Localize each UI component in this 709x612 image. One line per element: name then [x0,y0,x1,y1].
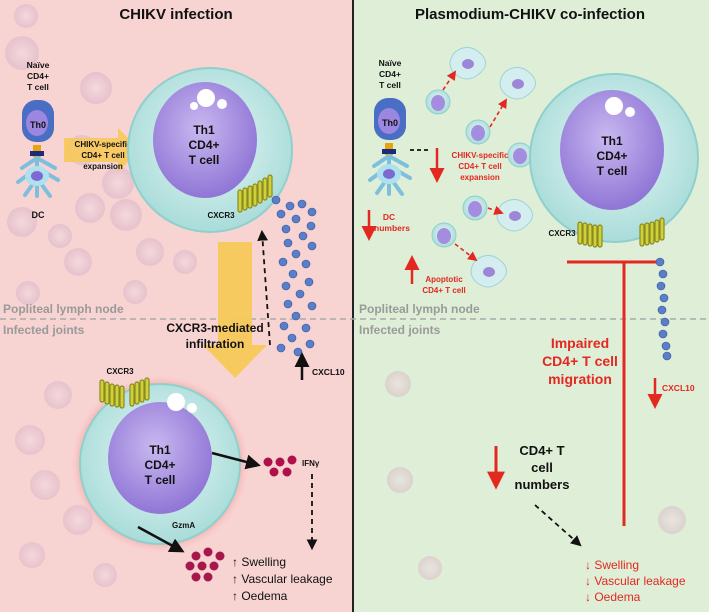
left-gzma-granules [185,547,225,582]
left-expansion-label-1: CHIKV-specific [75,140,132,149]
right-th0-label: Th0 [382,118,398,128]
right-naive-t-cell [374,98,406,155]
right-cxcl10-chemokines [655,257,672,361]
right-apoptotic-cells [449,47,536,288]
left-naive-label-1: Naïve [27,60,50,70]
right-small-t-cells [425,89,533,248]
left-naive-label-2: CD4+ [27,71,49,81]
left-cxcr3-bottom-label: CXCR3 [106,367,134,376]
right-expansion-label-2: CD4+ T cell [458,162,501,171]
left-expansion-arrow [64,128,140,172]
right-outcome-2: ↓ Vascular leakage [585,574,686,588]
right-impaired-label-1: Impaired [551,335,609,351]
left-ifng-label: IFNγ [302,459,320,468]
left-naive-label-3: T cell [27,82,49,92]
right-cd4-numbers-label-3: numbers [515,477,570,492]
left-th1-top-label-1: Th1 [193,123,215,137]
left-cxcr3-receptor-top [237,174,273,213]
left-title: CHIKV infection [119,6,232,23]
left-th0-label: Th0 [30,120,46,130]
left-infiltration-label-1: CXCR3-mediated [166,321,263,335]
right-impaired-label-2: CD4+ T cell [542,353,618,369]
right-th1-label-3: T cell [597,164,628,178]
left-naive-t-cell [22,100,54,157]
right-th1-label-2: CD4+ [596,149,627,163]
right-th1-label-1: Th1 [601,134,623,148]
left-th1-top-label-3: T cell [189,153,220,167]
left-cxcl10-label: CXCL10 [312,367,345,377]
right-expansion-label-3: expansion [460,173,500,182]
right-expansion-label-1: CHIKV-specific [452,151,509,160]
left-dc-label: DC [32,210,45,220]
right-dc-numbers-label-1: DC [383,212,395,222]
left-th1-top-label-2: CD4+ [188,138,219,152]
right-apoptosis-dashed-arrows [442,70,507,262]
left-ifng-cytokines [263,455,297,477]
left-th1-bottom-label-3: T cell [145,473,176,487]
right-naive-label-1: Naïve [379,58,402,68]
right-cxcr3-receptor [577,217,665,248]
left-ifng-arrow [211,451,261,470]
right-cxcl10-label: CXCL10 [662,383,695,393]
left-gzma-arrow [137,525,185,553]
left-th1-cell-bottom [70,374,250,554]
right-joint-ghost-cells [385,371,686,580]
right-lymph-node-label: Popliteal lymph node [359,302,480,316]
left-outcome-3: ↑ Oedema [232,589,288,603]
left-th1-bottom-label-2: CD4+ [144,458,175,472]
left-joint-ghost-cells [15,317,251,587]
right-apoptotic-label-2: CD4+ T cell [422,286,465,295]
left-expansion-label-3: expansion [83,162,123,171]
right-th1-cell [529,73,699,243]
left-cxcr3-top-label: CXCR3 [207,211,235,220]
right-dc-numbers-label-2: numbers [374,223,410,233]
right-cxcr3-label: CXCR3 [548,229,576,238]
left-cxcr3-receptor-bottom [99,377,150,409]
left-chemotaxis-dashed-arrow [257,229,271,346]
left-infiltration-label-2: infiltration [186,337,245,351]
right-naive-label-3: T cell [379,80,401,90]
right-outcome-3: ↓ Oedema [585,590,641,604]
left-outcome-2: ↑ Vascular leakage [232,572,333,586]
left-joints-label: Infected joints [3,323,85,337]
right-dendritic-cell [368,154,412,196]
left-dendritic-cell [16,156,60,198]
left-infiltration-arrow [203,242,267,378]
right-joints-label: Infected joints [359,323,441,337]
left-gzma-label: GzmA [172,521,195,530]
right-cd4-numbers-label-1: CD4+ T [519,443,564,458]
right-impaired-label-3: migration [548,371,612,387]
right-cd4-dashed-arrow [534,504,582,547]
right-title: Plasmodium-CHIKV co-infection [415,6,645,23]
left-th1-bottom-label-1: Th1 [149,443,171,457]
left-expansion-label-2: CD4+ T cell [81,151,124,160]
left-outcome-1: ↑ Swelling [232,555,286,569]
left-lymph-node-label: Popliteal lymph node [3,302,124,316]
right-cd4-numbers-label-2: cell [531,460,553,475]
right-naive-label-2: CD4+ [379,69,401,79]
left-cxcl10-chemokines [271,195,317,357]
right-outcome-1: ↓ Swelling [585,558,639,572]
right-apoptotic-label-1: Apoptotic [425,275,463,284]
